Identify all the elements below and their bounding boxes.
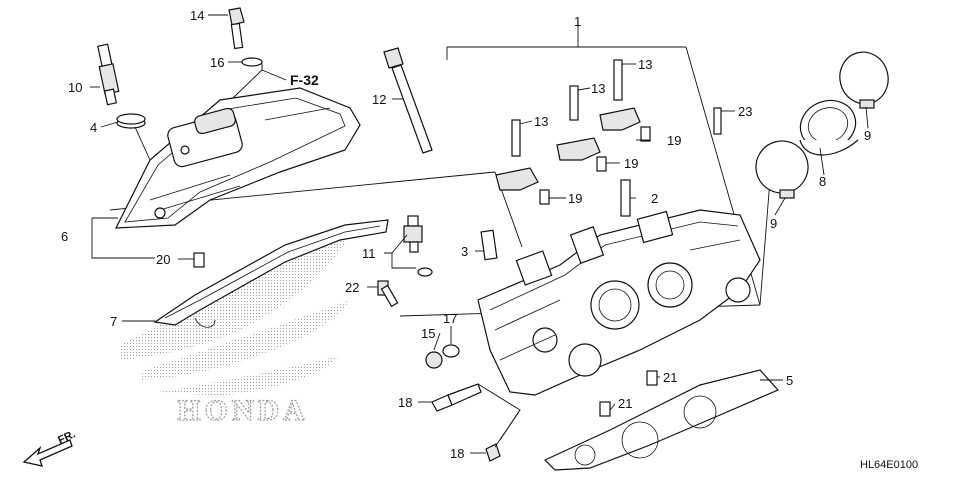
insulator-band-upper	[839, 51, 889, 109]
sensor-washer	[417, 267, 433, 277]
label-19-a: 19	[667, 133, 681, 148]
label-9-upper: 9	[864, 128, 871, 143]
label-23: 23	[738, 104, 752, 119]
label-2: 2	[651, 191, 658, 206]
label-14: 14	[190, 8, 204, 23]
label-10: 10	[68, 80, 82, 95]
label-8: 8	[819, 174, 826, 189]
insulator-band-lower	[755, 140, 809, 199]
label-18-upper: 18	[398, 395, 412, 410]
part-labels: 1 2 3 4 5 6 7 8 9 9 10 11 12 13 13 13 13…	[61, 8, 871, 461]
spark-plug	[97, 43, 120, 106]
label-9-lower: 9	[770, 216, 777, 231]
stud-bolt-lower	[485, 443, 501, 462]
watermark-text: HONDA	[177, 394, 309, 427]
label-1: 1	[574, 14, 581, 29]
cylinder-head	[477, 209, 761, 396]
label-20: 20	[156, 252, 170, 267]
label-11: 11	[362, 246, 376, 261]
label-19-c: 19	[568, 191, 582, 206]
label-15: 15	[421, 326, 435, 341]
o-ring-17	[442, 344, 460, 358]
label-17: 17	[443, 311, 457, 326]
diagram-code: HL64E0100	[860, 459, 918, 471]
stud-bolt	[431, 383, 482, 412]
holder-bolts	[511, 59, 722, 157]
label-12: 12	[372, 92, 386, 107]
label-5: 5	[786, 373, 793, 388]
label-4: 4	[90, 120, 97, 135]
label-13-c: 13	[534, 114, 548, 129]
label-22: 22	[345, 280, 359, 295]
label-13-b: 13	[591, 81, 605, 96]
label-7: 7	[110, 314, 117, 329]
label-21-a: 21	[663, 370, 677, 385]
label-16: 16	[210, 55, 224, 70]
washer	[241, 57, 263, 67]
label-18-lower: 18	[450, 446, 464, 461]
bolt-22	[377, 280, 399, 308]
cylinder-head-cover	[115, 87, 361, 229]
valve-guide	[480, 179, 631, 261]
cover-bolt	[228, 7, 245, 50]
temperature-sensor	[403, 215, 423, 253]
label-19-b: 19	[624, 156, 638, 171]
honda-wing-watermark: HONDA	[120, 232, 352, 428]
label-3: 3	[461, 244, 468, 259]
long-bolt	[383, 47, 433, 154]
direction-label: FR.	[56, 428, 77, 446]
sealing-plug	[425, 351, 443, 369]
label-13-a: 13	[638, 57, 652, 72]
cover-gasket	[153, 219, 389, 328]
label-6: 6	[61, 229, 68, 244]
intake-insulator	[799, 99, 859, 156]
camshaft-holder	[495, 107, 641, 191]
reference-label: F-32	[290, 72, 319, 88]
front-direction-arrow: FR.	[22, 428, 77, 467]
head-gasket	[543, 369, 780, 471]
o-ring	[116, 113, 146, 129]
dowel-pins	[193, 126, 658, 417]
label-21-b: 21	[618, 396, 632, 411]
